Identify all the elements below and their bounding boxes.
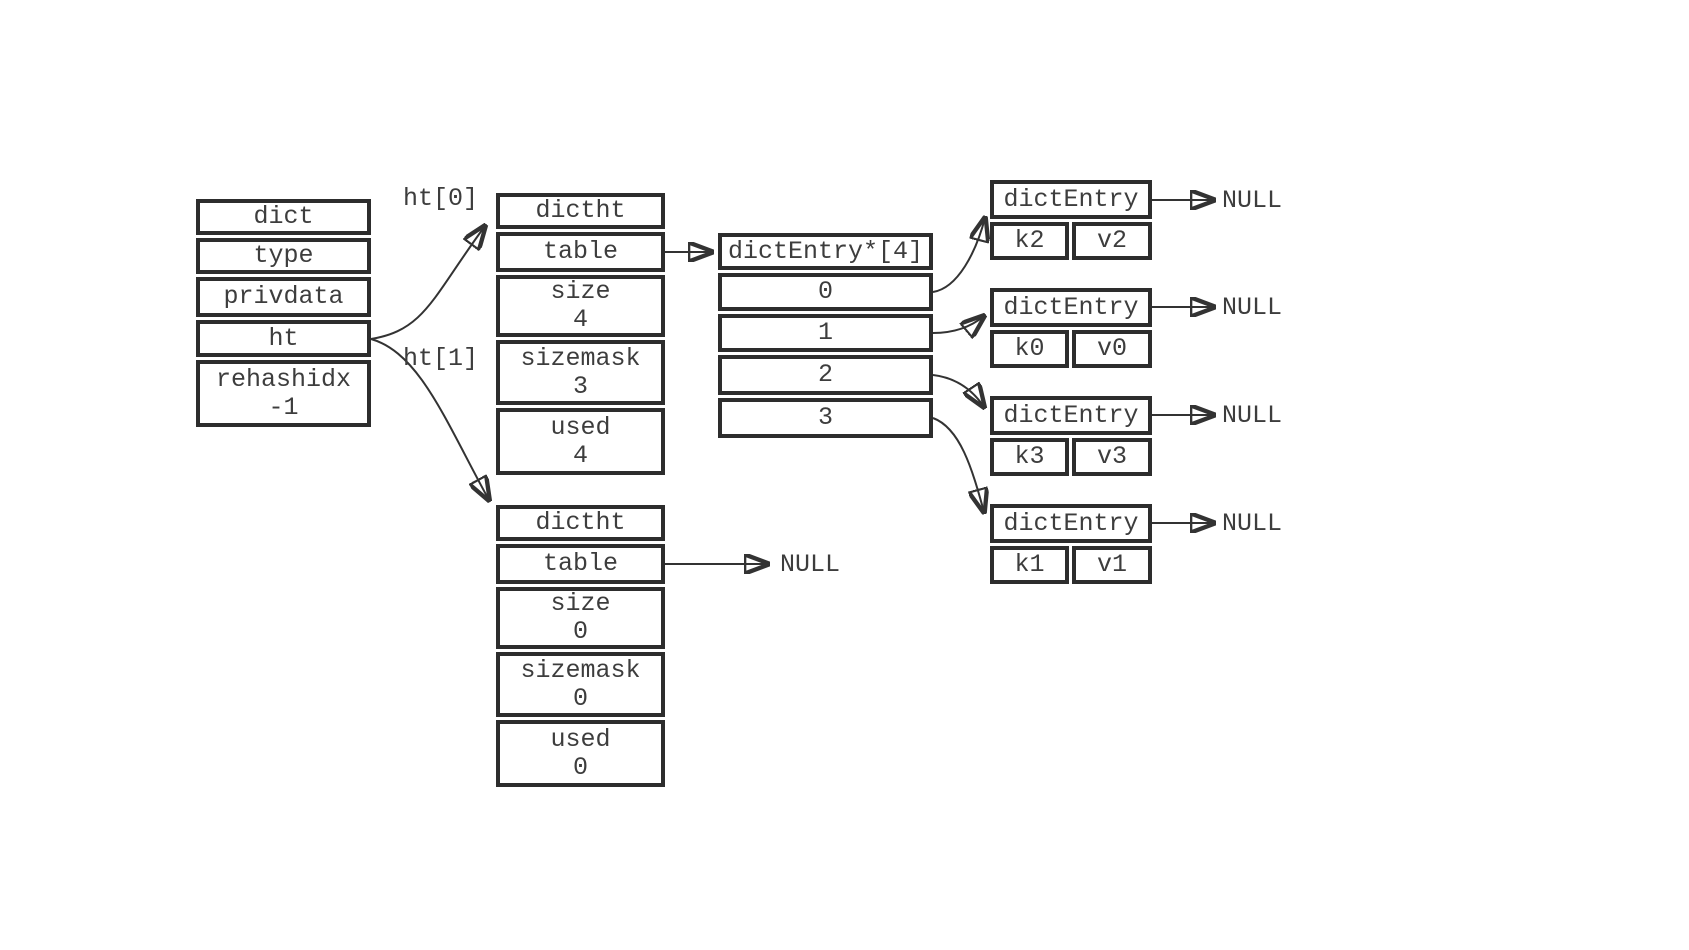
entry3-value-label: v1: [1096, 550, 1127, 579]
entry2-key-label: k3: [1014, 442, 1045, 471]
entry1-title-label: dictEntry: [1003, 292, 1139, 322]
ht0-used-value: 4: [572, 440, 588, 470]
arrow-slot2-to-entry: [932, 374, 984, 407]
entry2-value-label: v3: [1096, 442, 1127, 471]
ht0-sizemask-value: 3: [572, 371, 588, 401]
ht0-used-field-cell: used 4: [496, 408, 665, 475]
dict-privdata-label: privdata: [223, 282, 344, 311]
entry0-key-cell: k2: [990, 222, 1069, 260]
dict-type-label: type: [253, 241, 314, 270]
ht0-size-label: size: [550, 277, 611, 306]
ht1-table-label: table: [542, 549, 618, 578]
dict-rehashidx-value: -1: [268, 392, 299, 422]
bucket-array-title-cell: dictEntry*[4]: [718, 233, 933, 270]
entry1-key-label: k0: [1014, 334, 1045, 363]
entry1-title-cell: dictEntry: [990, 288, 1152, 327]
entry0-value-label: v2: [1096, 226, 1127, 255]
ht1-sizemask-value: 0: [572, 683, 588, 713]
ht0-sizemask-field-cell: sizemask 3: [496, 340, 665, 405]
entry3-key-label: k1: [1014, 550, 1045, 579]
entry0-null-label: NULL: [1222, 186, 1283, 215]
entry2-title-label: dictEntry: [1003, 400, 1139, 430]
ht1-sizemask-field-cell: sizemask 0: [496, 652, 665, 717]
dict-title-cell: dict: [196, 199, 371, 235]
ht0-used-label: used: [550, 412, 611, 442]
entry1-null-label: NULL: [1222, 293, 1283, 322]
dict-ht-label: ht: [268, 323, 299, 353]
entry1-value-cell: v0: [1072, 330, 1152, 368]
bucket-slot-2-label: 2: [817, 360, 833, 389]
bucket-slot-3-cell: 3: [718, 398, 933, 438]
bucket-slot-2-cell: 2: [718, 355, 933, 395]
ht1-used-field-cell: used 0: [496, 720, 665, 787]
entry2-null-label: NULL: [1222, 401, 1283, 430]
ht1-table-null-label: NULL: [780, 550, 841, 579]
dict-title-label: dict: [253, 202, 314, 231]
entry3-title-label: dictEntry: [1003, 508, 1139, 538]
arrow-ht0: [370, 226, 485, 340]
arrow-slot0-to-entry: [932, 218, 985, 293]
dict-type-field-cell: type: [196, 238, 371, 274]
entry1-key-cell: k0: [990, 330, 1069, 368]
dict-rehashidx-label: rehashidx: [215, 364, 352, 394]
ht1-used-value: 0: [572, 752, 588, 782]
bucket-slot-1-cell: 1: [718, 314, 933, 352]
arrow-slot1-to-entry: [932, 316, 984, 333]
ht0-table-label: table: [542, 237, 618, 266]
ht0-pointer-label: ht[0]: [403, 184, 479, 213]
entry2-title-cell: dictEntry: [990, 396, 1152, 435]
bucket-array-title-label: dictEntry*[4]: [727, 236, 924, 266]
ht1-title-cell: dictht: [496, 505, 665, 541]
bucket-slot-0-label: 0: [817, 277, 833, 306]
dict-privdata-field-cell: privdata: [196, 277, 371, 317]
bucket-slot-1-label: 1: [817, 318, 833, 347]
ht1-pointer-label: ht[1]: [403, 344, 479, 373]
entry0-title-cell: dictEntry: [990, 180, 1152, 219]
ht0-title-label: dictht: [535, 196, 626, 225]
entry1-value-label: v0: [1096, 334, 1127, 363]
ht0-sizemask-label: sizemask: [520, 343, 641, 373]
entry3-value-cell: v1: [1072, 546, 1152, 584]
dict-rehashidx-field-cell: rehashidx -1: [196, 360, 371, 427]
entry2-key-cell: k3: [990, 438, 1069, 476]
entry3-null-label: NULL: [1222, 509, 1283, 538]
ht1-sizemask-label: sizemask: [520, 655, 641, 685]
arrow-slot3-to-entry: [932, 417, 984, 512]
dict-ht-field-cell: ht: [196, 320, 371, 357]
bucket-slot-0-cell: 0: [718, 273, 933, 311]
bucket-slot-3-label: 3: [817, 403, 833, 432]
ht1-size-field-cell: size 0: [496, 587, 665, 649]
ht1-title-label: dictht: [535, 508, 626, 537]
ht0-size-field-cell: size 4: [496, 275, 665, 337]
ht0-title-cell: dictht: [496, 193, 665, 229]
entry2-value-cell: v3: [1072, 438, 1152, 476]
ht0-size-value: 4: [572, 305, 588, 334]
ht1-size-label: size: [550, 589, 611, 618]
arrow-ht1: [370, 338, 489, 500]
ht1-table-field-cell: table: [496, 544, 665, 584]
ht1-size-value: 0: [572, 617, 588, 646]
entry0-title-label: dictEntry: [1003, 184, 1139, 214]
entry3-key-cell: k1: [990, 546, 1069, 584]
ht0-table-field-cell: table: [496, 232, 665, 272]
ht1-used-label: used: [550, 724, 611, 754]
entry3-title-cell: dictEntry: [990, 504, 1152, 543]
entry0-value-cell: v2: [1072, 222, 1152, 260]
entry0-key-label: k2: [1014, 226, 1045, 255]
